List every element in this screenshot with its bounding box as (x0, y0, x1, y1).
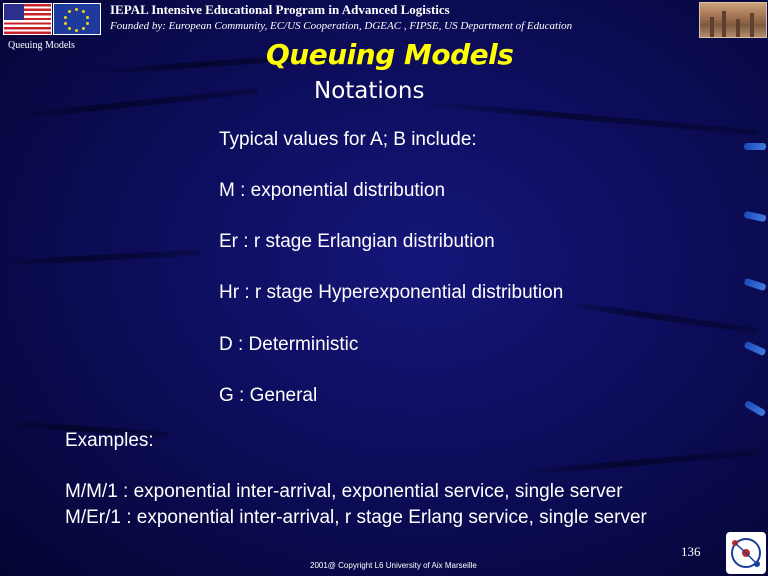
list-item: G : General (219, 385, 318, 406)
section-label: Queuing Models (8, 40, 75, 51)
list-item: Typical values for A; B include: (219, 129, 477, 150)
background-streak (0, 87, 259, 121)
examples-heading: Examples: (65, 430, 154, 451)
us-flag-icon (3, 3, 52, 35)
slide-title: Queuing Models (266, 38, 514, 71)
eu-flag-star (82, 10, 85, 13)
program-title: IEPAL Intensive Educational Program in A… (110, 2, 450, 17)
university-logo-graphic (731, 538, 761, 568)
list-item: M : exponential distribution (219, 180, 446, 201)
eu-flag-star (68, 10, 71, 13)
eu-flag-star (86, 22, 89, 25)
list-item: Er : r stage Erlangian distribution (219, 231, 495, 252)
eu-flag-star (82, 27, 85, 30)
decorative-dash (744, 143, 766, 150)
program-funding: Founded by: European Community, EC/US Co… (110, 20, 573, 32)
slide-subtitle: Notations (314, 78, 425, 104)
us-flag-canton (4, 4, 24, 20)
logistics-photo (699, 2, 767, 38)
decorative-dash (743, 399, 767, 418)
eu-flag-star (64, 16, 67, 19)
photo-detail (750, 13, 754, 37)
example-item: M/Er/1 : exponential inter-arrival, r st… (65, 507, 647, 528)
example-item: M/M/1 : exponential inter-arrival, expon… (65, 481, 623, 502)
list-item: D : Deterministic (219, 334, 359, 355)
eu-flag-star (75, 29, 78, 32)
eu-flag-icon (53, 3, 101, 35)
eu-flag-star (86, 16, 89, 19)
photo-detail (736, 19, 740, 37)
background-streak (559, 300, 759, 334)
university-logo (726, 532, 766, 574)
page-number: 136 (681, 544, 701, 559)
eu-flag-star (64, 22, 67, 25)
list-item: Hr : r stage Hyperexponential distributi… (219, 282, 564, 303)
decorative-dash (743, 340, 767, 357)
copyright-notice: 2001@ Copyright L6 University of Aix Mar… (310, 561, 477, 570)
eu-flag-star (68, 27, 71, 30)
decorative-dash (743, 210, 767, 223)
decorative-dash (743, 277, 767, 292)
background-streak (0, 249, 200, 266)
eu-flag-star (75, 8, 78, 11)
photo-detail (722, 11, 726, 37)
photo-detail (710, 17, 714, 37)
background-streak (519, 449, 760, 476)
